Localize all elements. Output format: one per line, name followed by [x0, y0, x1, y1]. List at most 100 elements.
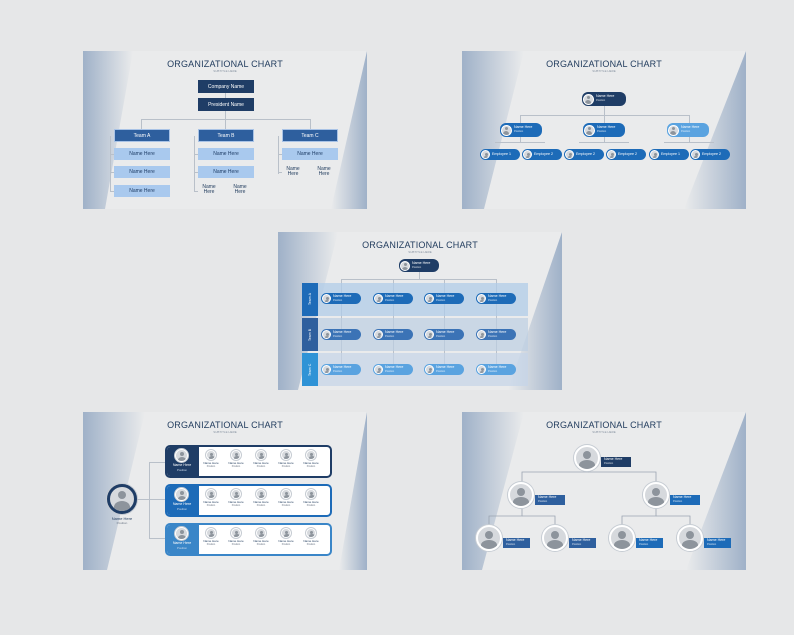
avatar-icon: [477, 294, 486, 303]
team-label-c: Team C: [302, 353, 318, 386]
employee-node-6: Employee 2: [690, 149, 730, 160]
team-label-b: Team B: [302, 318, 318, 351]
mid-right-avatar-icon: [643, 482, 669, 508]
slide-background: [83, 51, 367, 209]
slide-org-chart-pills: ORGANIZATIONAL CHART SUBTITLE HERE Name …: [462, 51, 746, 209]
team-a-member-3: Name Here: [114, 185, 170, 197]
root-avatar-icon: [107, 484, 137, 514]
avatar-icon: [583, 93, 594, 105]
leaf-avatar-icon: [542, 525, 568, 551]
avatar-icon: [400, 260, 410, 271]
leader-position: Position: [177, 468, 187, 472]
avatar-icon: [425, 294, 434, 303]
avatar-icon: [584, 124, 595, 136]
member-avatar-icon: [256, 528, 266, 538]
leader-name: Name Here: [172, 463, 192, 467]
avatar-icon: [650, 150, 659, 159]
slide-title: ORGANIZATIONAL CHART: [167, 420, 283, 430]
member-avatar-icon: [306, 450, 316, 460]
avatar-icon: [374, 330, 383, 339]
slide-subtitle: SUBTITLE HERE: [213, 430, 237, 434]
member-avatar-icon: [306, 489, 316, 499]
team-a-member-2: Name Here: [114, 166, 170, 178]
member-avatar-icon: [306, 528, 316, 538]
president-name-box: President Name: [198, 98, 254, 111]
team-card-2: [165, 484, 332, 517]
leader-position: Position: [177, 507, 187, 511]
root-name: Name Here: [111, 516, 133, 521]
avatar-icon: [565, 150, 574, 159]
avatar-icon: [425, 330, 434, 339]
team-b-member-4: Name Here: [233, 184, 247, 195]
avatar-icon: [481, 150, 490, 159]
leaf-avatar-icon: [677, 525, 703, 551]
team-c-member-3: Name Here: [317, 166, 331, 177]
team-c-member-2: Name Here: [286, 166, 300, 177]
team-card-3: [165, 523, 332, 556]
avatar-icon: [668, 124, 679, 136]
member-avatar-icon: [206, 450, 216, 460]
avatar-icon: [374, 294, 383, 303]
avatar-icon: [501, 124, 512, 136]
slide-subtitle: SUBTITLE HERE: [408, 250, 432, 254]
team-card-1: [165, 445, 332, 478]
employee-node-1: Employee 1: [480, 149, 520, 160]
employee-node-5: Employee 1: [649, 149, 689, 160]
root-avatar-icon: [574, 445, 600, 471]
mid-left-avatar-icon: [508, 482, 534, 508]
slide-org-chart-team-rows: ORGANIZATIONAL CHART SUBTITLE HERE Name …: [278, 232, 562, 390]
avatar-icon: [322, 330, 331, 339]
member-avatar-icon: [206, 489, 216, 499]
avatar-icon: [477, 330, 486, 339]
team-b-member-3: Name Here: [202, 184, 216, 195]
team-c-member-1: Name Here: [282, 148, 338, 160]
avatar-icon: [322, 365, 331, 374]
leader-avatar-icon: [175, 488, 188, 501]
member-avatar-icon: [231, 528, 241, 538]
slide-subtitle: SUBTITLE HERE: [592, 430, 616, 434]
team-a-member-1: Name Here: [114, 148, 170, 160]
team-label-a: Team A: [302, 283, 318, 316]
team-c-box: Team C: [282, 129, 338, 142]
avatar-icon: [691, 150, 700, 159]
avatar-icon: [374, 365, 383, 374]
leader-name: Name Here: [172, 541, 192, 545]
leader-avatar-icon: [175, 449, 188, 462]
slide-title: ORGANIZATIONAL CHART: [167, 59, 283, 69]
leaf-avatar-icon: [476, 525, 502, 551]
avatar-icon: [322, 294, 331, 303]
avatar-icon: [425, 365, 434, 374]
team-b-box: Team B: [198, 129, 254, 142]
member-avatar-icon: [256, 450, 266, 460]
team-b-member-1: Name Here: [198, 148, 254, 160]
slide-title: ORGANIZATIONAL CHART: [546, 420, 662, 430]
leaf-avatar-icon: [609, 525, 635, 551]
leader-position: Position: [177, 546, 187, 550]
slide-subtitle: SUBTITLE HERE: [213, 69, 237, 73]
slide-subtitle: SUBTITLE HERE: [592, 69, 616, 73]
avatar-icon: [607, 150, 616, 159]
member-avatar-icon: [281, 528, 291, 538]
slide-title: ORGANIZATIONAL CHART: [546, 59, 662, 69]
member-avatar-icon: [281, 450, 291, 460]
employee-node-2: Employee 2: [522, 149, 562, 160]
